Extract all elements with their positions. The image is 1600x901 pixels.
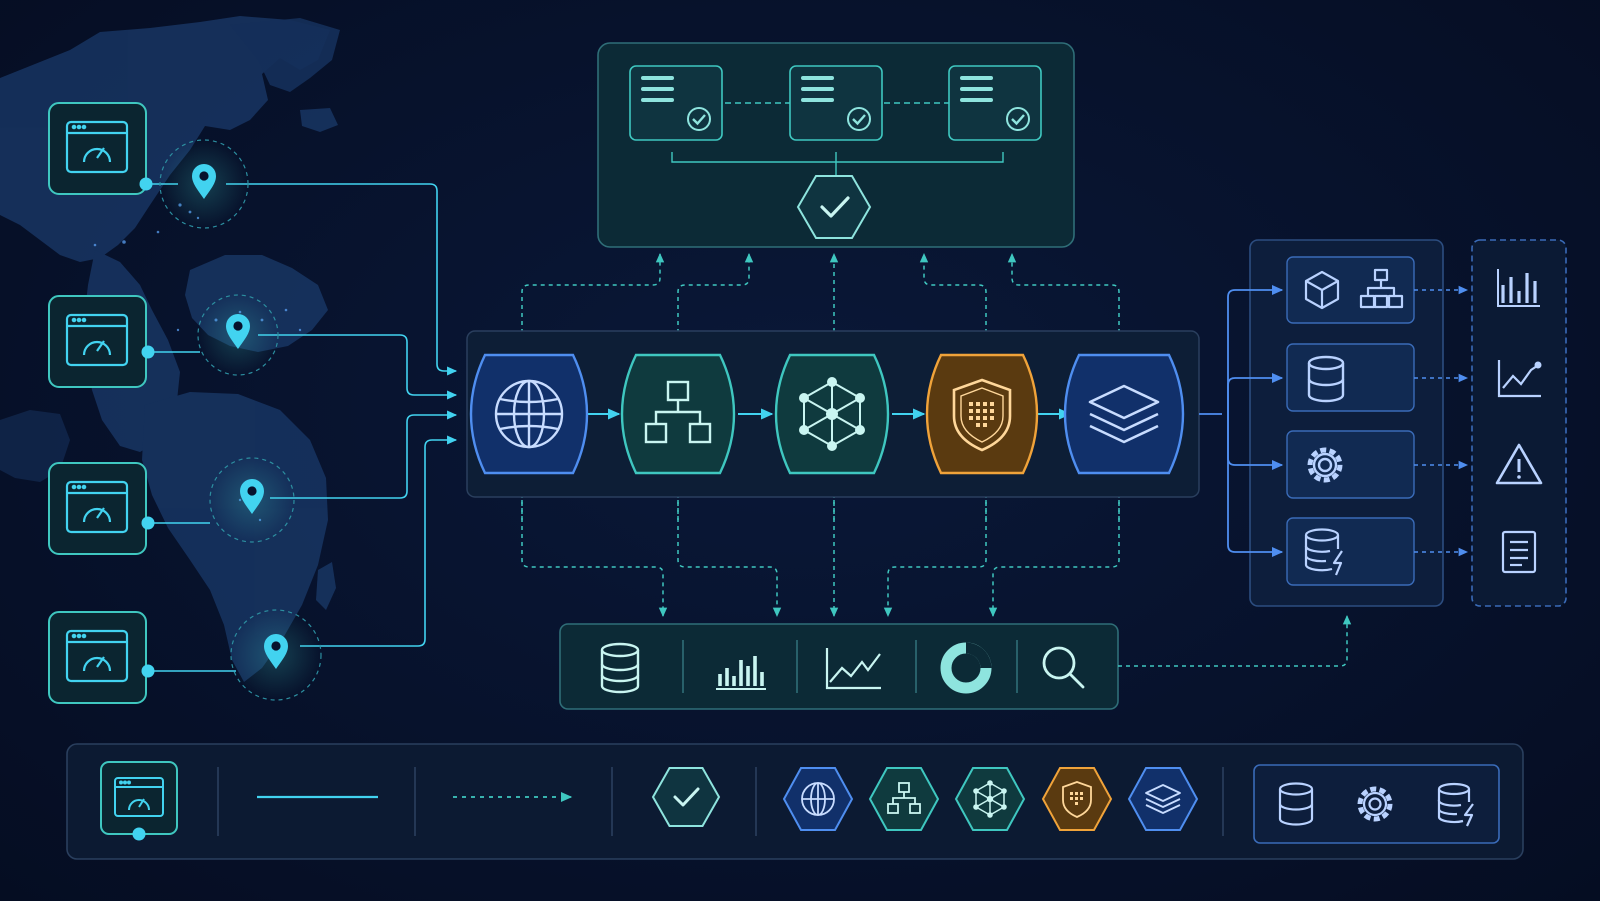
database-icon xyxy=(1307,355,1345,403)
bar-chart-icon[interactable] xyxy=(716,656,766,690)
document-check-icon[interactable] xyxy=(629,65,723,141)
legend-bar xyxy=(66,743,1524,860)
storage-services-link xyxy=(1118,614,1352,667)
source-connectors xyxy=(226,183,458,647)
hierarchy-icon xyxy=(887,782,921,814)
location-pin-icon xyxy=(264,634,288,669)
pipeline-storage-links xyxy=(517,478,1124,618)
location-pin-icon xyxy=(240,479,264,514)
hierarchy-icon xyxy=(644,380,712,444)
document-check-icon[interactable] xyxy=(789,65,883,141)
source-node xyxy=(139,177,153,191)
browser-gauge-icon xyxy=(65,629,129,683)
browser-gauge-icon xyxy=(114,777,164,817)
browser-gauge-icon xyxy=(65,480,129,534)
browser-gauge-icon xyxy=(65,120,129,174)
pipeline-stage-network[interactable] xyxy=(774,353,890,475)
gear-icon xyxy=(1307,447,1343,483)
source-2[interactable] xyxy=(48,294,279,388)
shield-icon xyxy=(1062,781,1092,818)
trend-chart-icon[interactable] xyxy=(1497,360,1542,398)
document-check-icon[interactable] xyxy=(948,65,1042,141)
globe-icon xyxy=(494,379,564,449)
database-icon[interactable] xyxy=(600,642,640,694)
shield-icon xyxy=(952,378,1012,452)
legend-stage-globe[interactable] xyxy=(782,767,854,831)
network-nodes-icon xyxy=(799,377,865,451)
service-row-3[interactable] xyxy=(1286,430,1415,499)
pipeline-stage-hierarchy[interactable] xyxy=(620,353,736,475)
browser-gauge-icon xyxy=(65,313,129,367)
legend-stage-shield[interactable] xyxy=(1041,767,1113,831)
source-3[interactable] xyxy=(48,457,295,555)
pipeline-stage-layers[interactable] xyxy=(1063,353,1185,475)
legend-stage-hierarchy[interactable] xyxy=(868,767,940,831)
database-bolt-icon xyxy=(1304,528,1343,576)
pipeline-stage-shield[interactable] xyxy=(925,353,1039,475)
pipeline-stage-globe[interactable] xyxy=(469,353,589,475)
source-4[interactable] xyxy=(48,609,322,704)
storage-tools-panel xyxy=(559,623,1119,710)
gear-icon[interactable] xyxy=(1357,786,1393,822)
location-pin-icon xyxy=(192,164,216,199)
layers-icon xyxy=(1145,784,1181,814)
report-icon[interactable] xyxy=(1501,530,1537,574)
source-node xyxy=(141,345,155,359)
validation-panel xyxy=(597,42,1075,248)
legend-stage-network[interactable] xyxy=(954,767,1026,831)
search-icon[interactable] xyxy=(1042,646,1085,689)
globe-icon xyxy=(801,782,835,816)
source-1[interactable] xyxy=(48,102,249,229)
services-panel xyxy=(1199,239,1469,607)
legend-monitor[interactable] xyxy=(100,761,178,841)
layers-icon xyxy=(1088,384,1160,444)
database-bolt-icon[interactable] xyxy=(1437,782,1474,827)
line-chart-icon[interactable] xyxy=(825,648,881,690)
bar-chart-icon[interactable] xyxy=(1497,269,1540,307)
pipeline-validation-links xyxy=(521,252,1120,340)
cube-hierarchy-icon xyxy=(1304,268,1404,310)
network-nodes-icon xyxy=(973,780,1007,818)
legend-stage-layers[interactable] xyxy=(1127,767,1199,831)
hexagon-check-icon[interactable] xyxy=(796,175,872,239)
outputs-panel xyxy=(1471,239,1567,607)
legend-services xyxy=(1253,764,1500,844)
source-node xyxy=(141,516,155,530)
warning-icon[interactable] xyxy=(1495,443,1543,485)
hexagon-check-icon[interactable] xyxy=(651,767,721,827)
service-row-2[interactable] xyxy=(1286,343,1415,412)
source-node xyxy=(141,664,155,678)
donut-chart-icon[interactable] xyxy=(940,642,992,694)
location-pin-icon xyxy=(226,314,250,349)
database-icon[interactable] xyxy=(1278,782,1314,826)
